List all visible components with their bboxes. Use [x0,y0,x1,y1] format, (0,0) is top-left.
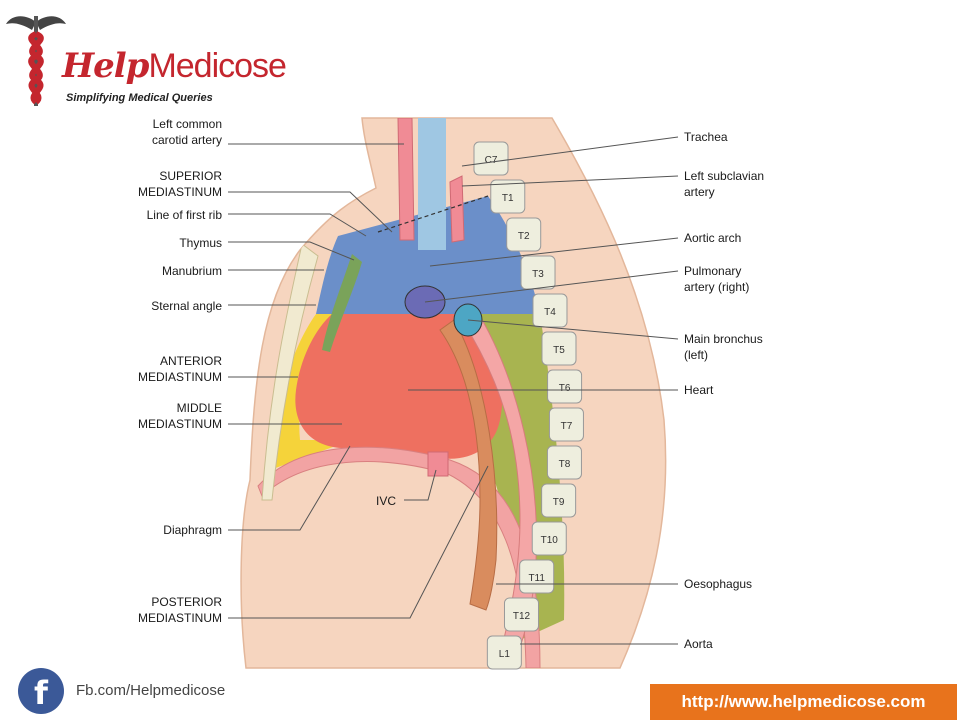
label-posterior-mediastinum-line2: MEDIASTINUM [138,611,222,625]
aorta-vessel [461,305,537,668]
vertebra-label-t8: T8 [559,459,571,470]
vertebra-label-t2: T2 [518,231,530,242]
vertebra-t11 [519,559,555,594]
label-posterior-mediastinum: POSTERIOR MEDIASTINUM [138,594,222,626]
vertebra-label-t10: T10 [541,535,559,546]
facebook-icon[interactable]: f [18,668,64,714]
label-middle-mediastinum-line1: MIDDLE [176,401,222,415]
label-superior-mediastinum-line2: MEDIASTINUM [138,185,222,199]
vertebra-label-t11: T11 [528,573,545,584]
label-sternal-angle: Sternal angle [151,299,222,313]
anterior-mediastinum-region [270,314,352,470]
sternum [261,243,319,501]
vertebra-label-c7: C7 [485,155,498,166]
label-aorta: Aorta [684,637,713,651]
vertebra-t12 [503,597,539,632]
vertebra-t5 [541,331,577,366]
vertebra-c7 [473,141,509,176]
vertebra-label-t6: T6 [559,383,571,394]
vertebra-label-t4: T4 [544,307,556,318]
ivc-vessel [427,451,449,477]
label-pulmonary-artery-line2: artery (right) [684,280,750,294]
label-left-subclavian-line1: Left subclavian [684,169,765,183]
label-superior-mediastinum: SUPERIOR MEDIASTINUM [138,168,222,200]
brand-name: HelpMedicose [62,46,287,86]
label-posterior-mediastinum-line1: POSTERIOR [151,595,222,609]
label-diaphragm: Diaphragm [163,523,222,537]
label-pulmonary-artery-line1: Pulmonary [684,264,742,278]
label-main-bronchus-line2: (left) [684,348,708,362]
oesophagus-vessel [439,319,498,611]
label-trachea: Trachea [684,130,728,144]
vertebra-t8 [546,445,582,480]
diaphragm [257,446,541,668]
label-aortic-arch: Aortic arch [684,231,742,245]
label-left-common-carotid-line1: Left common [152,117,222,131]
label-anterior-mediastinum-line1: ANTERIOR [159,354,222,368]
facebook-link[interactable]: Fb.com/Helpmedicose [76,682,226,699]
label-left-common-carotid: Left common carotid artery [152,116,222,148]
label-thymus: Thymus [179,236,222,250]
brand-name-medicose: Medicose [148,47,287,85]
vertebra-label-t5: T5 [553,345,565,356]
vertebra-label-t1: T1 [502,193,514,204]
label-pulmonary-artery: Pulmonary artery (right) [684,263,749,295]
vertebra-t3 [520,255,556,290]
vertebra-t2 [506,217,542,252]
middle-mediastinum-heart [295,314,503,459]
thymus [322,254,362,352]
leader-lines [228,136,679,645]
label-left-subclavian-line2: artery [684,185,715,199]
label-anterior-mediastinum-line2: MEDIASTINUM [138,370,222,384]
caduceus-icon [6,16,66,106]
vertebra-label-l1: L1 [499,649,511,660]
trachea-vessel [418,118,446,250]
brand-name-help: Help [62,46,149,86]
label-main-bronchus: Main bronchus (left) [684,331,763,363]
vertebra-label-t7: T7 [561,421,573,432]
label-middle-mediastinum: MIDDLE MEDIASTINUM [138,400,222,432]
label-manubrium: Manubrium [161,264,222,278]
brand-tagline: Simplifying Medical Queries [66,92,213,104]
vertebra-t6 [547,369,583,404]
vertebra-t9 [541,483,577,518]
carotid-vessel [397,118,415,241]
label-left-common-carotid-line2: carotid artery [151,133,222,147]
label-main-bronchus-line1: Main bronchus [684,332,763,346]
vertebra-l1 [486,635,522,670]
brand-logo: HelpMedicose Simplifying Medical Queries [6,10,287,110]
label-oesophagus: Oesophagus [684,577,753,591]
vertebra-t10 [531,521,567,556]
subclavian-vessel [449,175,465,243]
vertebra-t1 [490,179,526,214]
vertebra-t7 [548,407,584,442]
label-line-of-first-rib: Line of first rib [146,208,222,222]
label-left-subclavian: Left subclavian artery [684,168,764,200]
label-middle-mediastinum-line2: MEDIASTINUM [138,417,222,431]
line-of-first-rib [377,195,489,233]
label-ivc: IVC [375,494,396,508]
label-anterior-mediastinum: ANTERIOR MEDIASTINUM [138,353,222,385]
label-superior-mediastinum-line1: SUPERIOR [159,169,222,183]
vertebra-label-t9: T9 [553,497,565,508]
superior-mediastinum-region [316,196,540,314]
vertebra-label-t3: T3 [532,269,544,280]
vertebra-label-t12: T12 [513,611,531,622]
website-url-link[interactable]: http://www.helpmedicose.com [650,684,957,720]
label-heart: Heart [684,383,714,397]
